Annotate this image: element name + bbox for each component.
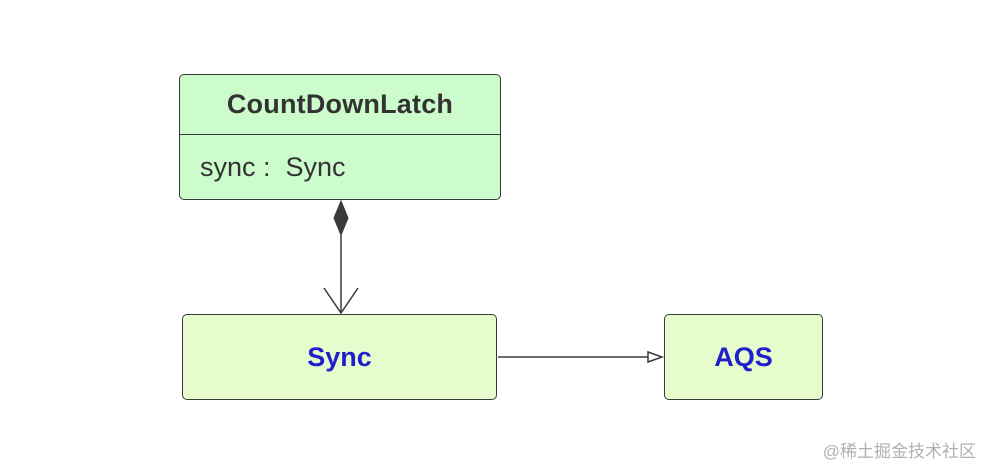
composition-arrowhead xyxy=(323,287,359,315)
class-attributes: sync : Sync xyxy=(180,135,500,199)
class-name: CountDownLatch xyxy=(226,89,454,119)
composition-relation xyxy=(323,199,359,315)
class-name: Sync xyxy=(307,341,372,372)
class-attribute: sync : Sync xyxy=(200,151,346,182)
generalization-arrowhead xyxy=(647,350,665,364)
composition-diamond xyxy=(333,199,349,237)
class-box-countdownlatch[interactable]: CountDownLatch sync : Sync xyxy=(179,74,501,200)
class-header: CountDownLatch xyxy=(180,75,500,135)
class-name: AQS xyxy=(714,341,773,372)
watermark: @稀土掘金技术社区 xyxy=(822,442,976,461)
generalization-relation xyxy=(498,350,665,364)
class-box-sync[interactable]: Sync xyxy=(182,314,497,400)
class-box-aqs[interactable]: AQS xyxy=(664,314,823,400)
